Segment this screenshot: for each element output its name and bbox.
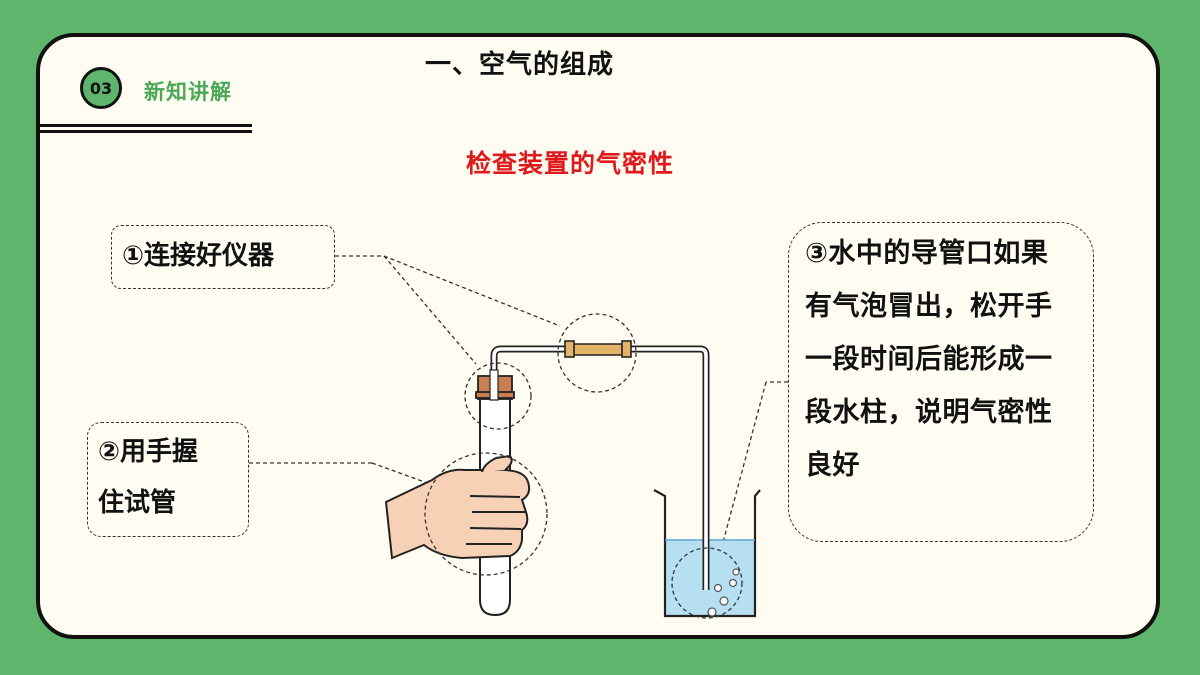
diagram-subtitle: 检查装置的气密性 [466, 149, 675, 178]
step1-callout: ①连接好仪器 [111, 225, 335, 289]
leader-lines [249, 255, 788, 547]
step3-line: 有气泡冒出，松开手 [805, 291, 1053, 322]
step1-text: ①连接好仪器 [122, 241, 275, 271]
hand [384, 454, 531, 560]
step3-line: 一段时间后能形成一 [805, 344, 1053, 375]
highlight-circles [424, 313, 743, 619]
page-title: 一、空气的组成 [425, 50, 615, 80]
header-divider-top [40, 124, 252, 127]
beaker-water [665, 540, 755, 616]
content-card [36, 33, 1160, 639]
header-divider-bottom [40, 130, 252, 133]
section-number-badge: 03 [80, 67, 122, 109]
gas-bubbles [707, 568, 740, 617]
step3-line: 段水柱，说明气密性 [805, 397, 1053, 428]
step2-line2: 住试管 [98, 488, 177, 518]
rubber-connector [564, 340, 632, 358]
connector-highlight-circle [557, 313, 637, 393]
beaker [653, 489, 761, 618]
section-label: 新知讲解 [144, 80, 232, 104]
rubber-stopper [475, 369, 515, 401]
bubbles-highlight-circle [671, 547, 743, 619]
step2-line1: ②用手握 [98, 437, 199, 467]
step3-line: ③水中的导管口如果 [805, 238, 1049, 269]
stopper-highlight-circle [464, 362, 532, 430]
step3-line: 良好 [805, 450, 860, 481]
hand-highlight-circle [424, 452, 548, 576]
step3-callout: ③水中的导管口如果 有气泡冒出，松开手 一段时间后能形成一 段水柱，说明气密性 … [788, 222, 1094, 542]
step2-callout: ②用手握 住试管 [87, 422, 249, 537]
